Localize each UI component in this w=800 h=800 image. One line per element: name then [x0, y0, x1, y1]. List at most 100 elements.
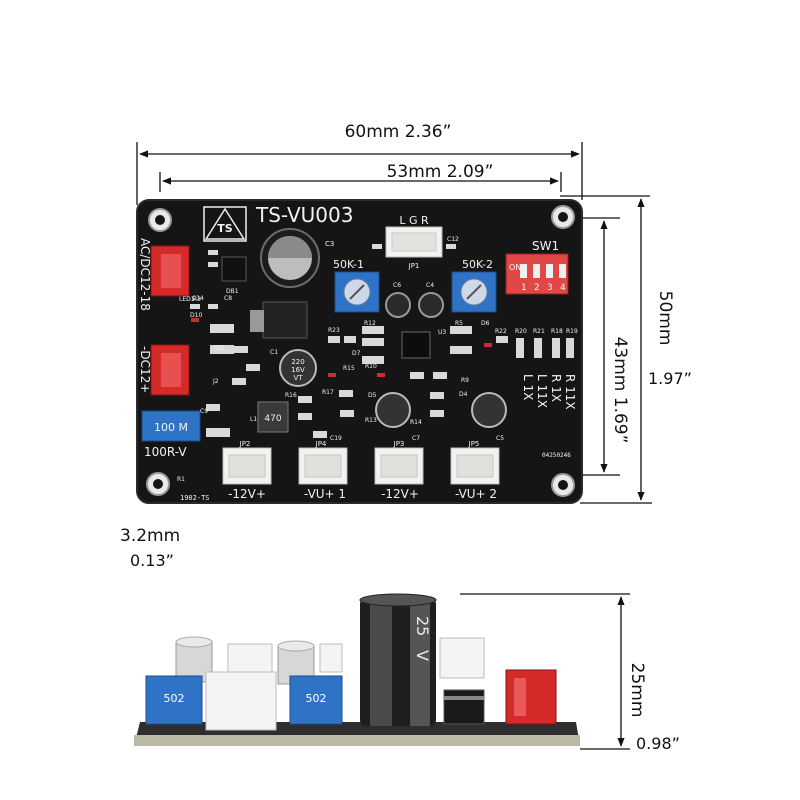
svg-text:R10: R10: [365, 363, 377, 370]
switch-number: 3: [547, 283, 553, 293]
dimension-lines: [136, 142, 652, 750]
smd-parts: [190, 244, 574, 438]
side-pot-code: 502: [306, 692, 327, 705]
hole-in-label: 0.13”: [130, 551, 174, 570]
svg-text:D4: D4: [459, 391, 468, 398]
power-connector: [150, 245, 190, 297]
svg-text:C6: C6: [393, 282, 401, 289]
height-inner-label: 43mm 1.69”: [610, 337, 630, 444]
svg-text:D5: D5: [368, 392, 377, 399]
switch-number: 2: [534, 283, 540, 293]
switch-on-label: ON: [509, 263, 521, 272]
height-outer-mm-label: 50mm: [655, 291, 675, 346]
side-cap-text: 25: [413, 616, 432, 636]
cap-mid-text-2: 16V: [291, 366, 305, 374]
footer-code: 1902-TS: [180, 494, 210, 502]
side-big-capacitor: 25 V: [359, 593, 437, 726]
dc-label: -DC12+: [138, 346, 152, 393]
pot-left-label: 50K-1: [333, 258, 364, 271]
svg-text:R15: R15: [343, 365, 355, 372]
opamp-chip: [401, 331, 431, 359]
svg-text:R1: R1: [177, 476, 185, 483]
input-power-label: AC/DC12-18: [138, 238, 152, 311]
svg-text:R13: R13: [365, 417, 377, 424]
ts-logo: TS: [203, 206, 247, 242]
connector-label: -12V+: [228, 487, 266, 501]
svg-text:L 11X: L 11X: [535, 374, 549, 408]
svg-text:R3: R3: [193, 296, 201, 303]
svg-text:R17: R17: [322, 389, 334, 396]
cap-mid-text-3: VT: [293, 374, 303, 382]
svg-text:D10: D10: [190, 312, 202, 319]
switch-number: 4: [560, 283, 566, 293]
side-pot: 502: [145, 675, 203, 725]
connector-label: -VU+ 1: [304, 487, 346, 501]
dip-switch: ON 1 2 3 4: [505, 253, 569, 295]
svg-text:R20: R20: [515, 328, 527, 335]
width-outer-label: 60mm 2.36”: [345, 122, 452, 142]
cap-big-ref: C3: [325, 240, 334, 248]
cap-220uf: [279, 349, 507, 428]
width-inner-label: 53mm 2.09”: [387, 162, 494, 182]
pcb-top-view: TS TS-VU003 JP1 L G R C3 AC/D: [136, 199, 583, 504]
svg-text:C1: C1: [270, 349, 278, 356]
trim-label: 100R-V: [144, 445, 187, 459]
connector-label: -12V+: [381, 487, 419, 501]
smd-diodes: [191, 318, 492, 377]
component-refs: LED1 R3 C14 C8 DB1 D10 D9 C1 J2 L1 R16 C…: [177, 236, 578, 483]
board-title: TS-VU003: [255, 203, 353, 227]
pot-50k-1: [334, 271, 380, 313]
jp1-ref: JP1: [408, 262, 420, 270]
svg-text:C12: C12: [447, 236, 459, 243]
connector-label: -VU+ 2: [455, 487, 497, 501]
side-connector: [205, 637, 485, 731]
trimmer-100r: 100 M: [141, 410, 201, 442]
serial-number: 04250246: [542, 452, 571, 459]
lgr-label: L G R: [399, 214, 429, 227]
svg-text:C8: C8: [224, 295, 232, 302]
svg-text:D7: D7: [352, 350, 361, 357]
logo-text: TS: [217, 222, 233, 235]
pot-50k-2: [451, 271, 497, 313]
svg-text:R 1X: R 1X: [549, 374, 563, 402]
svg-text:R5: R5: [455, 320, 463, 327]
svg-text:C5: C5: [496, 435, 504, 442]
svg-text:R19: R19: [566, 328, 578, 335]
side-pot: 502: [289, 675, 343, 725]
svg-text:R9: R9: [461, 377, 469, 384]
height-outer-in-label: 1.97”: [648, 369, 692, 388]
bottom-connector: [298, 447, 348, 485]
connector-ref: JP3: [393, 440, 405, 448]
svg-text:R16: R16: [285, 392, 297, 399]
pot-right-label: 50K-2: [462, 258, 493, 271]
dc-connector: [150, 344, 190, 396]
svg-text:C4: C4: [426, 282, 434, 289]
svg-text:C14: C14: [192, 295, 204, 302]
connector-ref: JP5: [468, 440, 480, 448]
bottom-connector: [450, 447, 500, 485]
svg-text:R22: R22: [495, 328, 507, 335]
svg-text:D9: D9: [215, 345, 224, 352]
side-red-connector: [505, 669, 557, 725]
small-capacitors: [385, 292, 444, 318]
gain-labels: R 11X R 1X L 11X L 1X: [521, 374, 577, 410]
svg-text:J2: J2: [212, 378, 219, 385]
svg-text:L 1X: L 1X: [521, 374, 535, 400]
svg-text:U3: U3: [438, 329, 446, 336]
bottom-connector: [222, 447, 272, 485]
switch-number: 1: [521, 283, 527, 293]
svg-text:L1: L1: [250, 416, 257, 423]
big-capacitor: C3: [260, 228, 334, 288]
svg-text:R 11X: R 11X: [563, 374, 577, 410]
inductor-label: 470: [264, 414, 281, 424]
svg-text:C9: C9: [200, 408, 208, 415]
svg-text:R14: R14: [410, 419, 422, 426]
svg-text:C19: C19: [330, 435, 342, 442]
side-height-in-label: 0.98”: [636, 734, 680, 753]
switch-name: SW1: [532, 239, 559, 253]
hole-mm-label: 3.2mm: [120, 526, 180, 546]
bottom-connector: [374, 447, 424, 485]
svg-text:R21: R21: [533, 328, 545, 335]
cap-mid-text-1: 220: [291, 358, 304, 366]
